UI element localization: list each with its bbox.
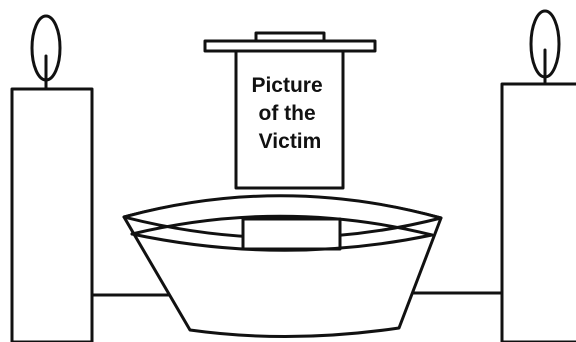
bowl — [124, 196, 441, 337]
picture-label: Picture of the Victim — [251, 74, 328, 153]
flame-icon — [531, 11, 559, 82]
flame-icon — [32, 16, 60, 88]
picture-label-line-2: of the — [259, 102, 316, 125]
right-candle-body — [502, 84, 576, 342]
bowl-reflection — [243, 219, 340, 249]
picture-label-line-1: Picture — [251, 74, 322, 97]
frame-top-knob — [256, 33, 324, 41]
right-candle — [502, 11, 576, 342]
left-candle — [12, 16, 92, 342]
left-candle-body — [12, 89, 92, 342]
picture-frame: Picture of the Victim — [205, 33, 375, 188]
picture-label-line-3: Victim — [259, 130, 322, 153]
